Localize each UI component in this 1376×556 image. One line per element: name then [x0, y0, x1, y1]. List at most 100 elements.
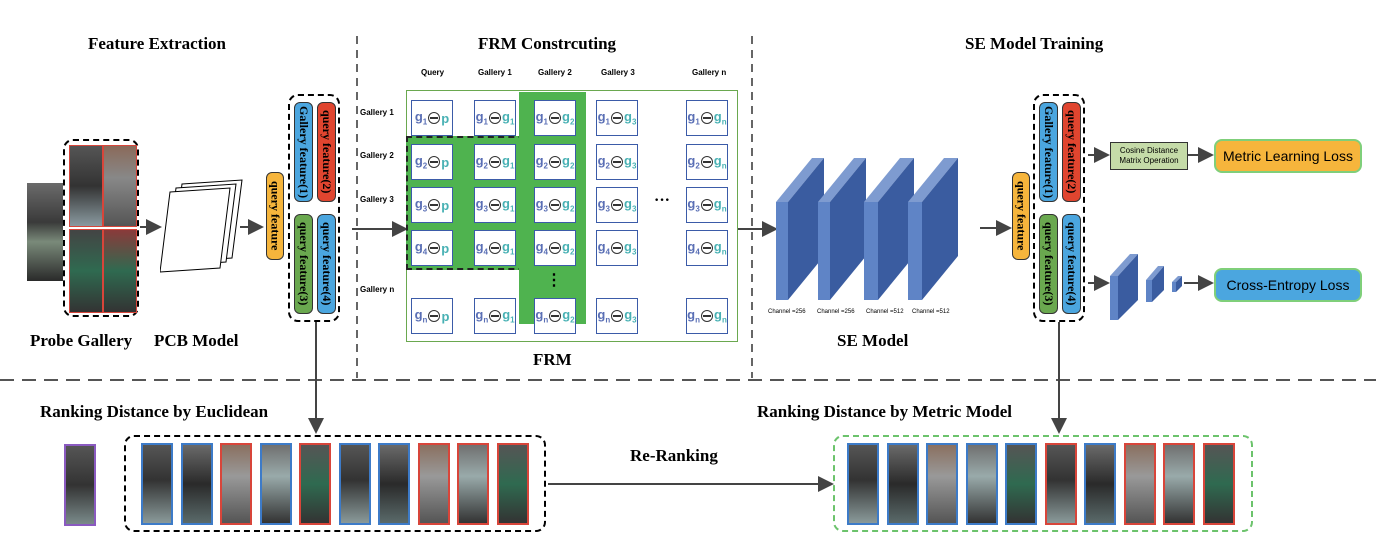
frm-cell-lhs: g4: [475, 239, 488, 257]
frm-cell-lhs: g4: [687, 239, 700, 257]
frm-cell: g4 p: [411, 230, 453, 266]
frm-cell-lhs: gn: [475, 307, 489, 325]
gallery-image: [103, 145, 137, 227]
frm-cell-rhs: p: [441, 197, 450, 213]
feature-box-right: Gallery feature(1) query feature(2) quer…: [1033, 94, 1085, 322]
frm-cell-lhs: g2: [597, 153, 610, 171]
probe-image: [27, 183, 63, 281]
frm-cell: g4 g2: [534, 230, 576, 266]
ranked-image: [496, 443, 529, 525]
frm-cell-rhs: p: [441, 110, 450, 126]
frm-row-gallery-3: Gallery 3: [360, 195, 394, 204]
query-feature-left: query feature: [266, 172, 284, 260]
minus-circle-icon: [611, 112, 623, 124]
minus-circle-icon: [611, 199, 623, 211]
se-block-4: [908, 158, 958, 300]
frm-cell-lhs: g4: [535, 239, 548, 257]
frm-ellipsis-h: ···: [654, 192, 671, 209]
frm-cell-rhs: g3: [624, 307, 637, 325]
frm-cell-rhs: g2: [562, 239, 575, 257]
se-block-1: [776, 158, 824, 300]
frm-row-gallery-n: Gallery n: [360, 285, 395, 294]
se-channel-4: Channel =512: [912, 309, 950, 315]
frm-cell-rhs: g2: [562, 153, 575, 171]
frm-label: FRM: [533, 350, 572, 369]
minus-circle-icon: [549, 156, 561, 168]
frm-cell-rhs: gn: [713, 153, 727, 171]
frm-col-gallery-n: Gallery n: [692, 68, 727, 77]
ranked-image: [1084, 443, 1116, 525]
se-channel-1: Channel =256: [768, 309, 806, 315]
ranking-euclidean-box: [124, 435, 546, 532]
query-feature-3-right: query feature(3): [1039, 214, 1058, 314]
minus-circle-icon: [700, 156, 713, 168]
minus-circle-icon: [549, 310, 562, 322]
frm-cell: g4 gn: [686, 230, 728, 266]
feature-box-left: Gallery feature(1) query feature(2) quer…: [288, 94, 340, 322]
frm-cell-lhs: g1: [687, 109, 700, 127]
frm-cell-rhs: g2: [562, 307, 575, 325]
probe-gallery-label: Probe Gallery: [30, 331, 133, 350]
minus-circle-icon: [489, 156, 501, 168]
frm-cell-rhs: g2: [562, 196, 575, 214]
query-feature-2: query feature(2): [317, 102, 336, 202]
frm-cell-rhs: p: [441, 240, 450, 256]
query-feature-4: query feature(4): [317, 214, 336, 314]
frm-cell-rhs: p: [441, 308, 450, 324]
frm-cell-lhs: g3: [687, 196, 700, 214]
re-ranking-label: Re-Ranking: [630, 446, 718, 465]
minus-circle-icon: [549, 242, 561, 254]
fc-layers: [1110, 254, 1182, 320]
ranking-metric-box: [833, 435, 1253, 532]
minus-circle-icon: [428, 156, 441, 168]
frm-cell-lhs: g2: [687, 153, 700, 171]
frm-col-gallery-2: Gallery 2: [538, 68, 572, 77]
pcb-model-label: PCB Model: [154, 331, 239, 350]
title-frm-constructing: FRM Constrcuting: [478, 34, 617, 53]
ranked-image: [141, 443, 173, 525]
gallery-feature-1-right: Gallery feature(1): [1039, 102, 1058, 202]
frm-cell-lhs: gn: [597, 307, 611, 325]
frm-cell-lhs: g4: [414, 239, 428, 257]
minus-circle-icon: [549, 199, 561, 211]
se-block-3: [864, 158, 914, 300]
ranking-euclidean-label: Ranking Distance by Euclidean: [40, 402, 269, 421]
frm-cell-lhs: g3: [414, 196, 428, 214]
se-channel-2: Channel =256: [817, 309, 855, 315]
ranked-image: [847, 443, 879, 525]
ranked-image: [417, 443, 450, 525]
ranked-image: [1163, 443, 1195, 525]
frm-cell-rhs: gn: [713, 239, 727, 257]
frm-cell-rhs: g3: [624, 153, 637, 171]
minus-circle-icon: [611, 156, 623, 168]
minus-circle-icon: [700, 199, 713, 211]
minus-circle-icon: [700, 242, 713, 254]
gallery-image: [69, 229, 103, 313]
ranked-image: [926, 443, 958, 525]
minus-circle-icon: [700, 112, 713, 124]
pcb-model-sheets: [160, 179, 243, 273]
cross-entropy-loss: Cross-Entropy Loss: [1214, 268, 1362, 302]
query-feature-3: query feature(3): [294, 214, 313, 314]
frm-cell-lhs: g2: [475, 153, 488, 171]
frm-col-gallery-1: Gallery 1: [478, 68, 512, 77]
frm-cell-lhs: gn: [687, 307, 700, 325]
query-probe-image: [64, 444, 96, 526]
se-model-blocks: [776, 158, 958, 300]
gallery-images-box: [63, 139, 139, 317]
ranked-image: [299, 443, 331, 525]
frm-cell-rhs: g3: [624, 109, 637, 127]
se-model-label: SE Model: [837, 331, 909, 350]
frm-col-query: Query: [421, 68, 445, 77]
